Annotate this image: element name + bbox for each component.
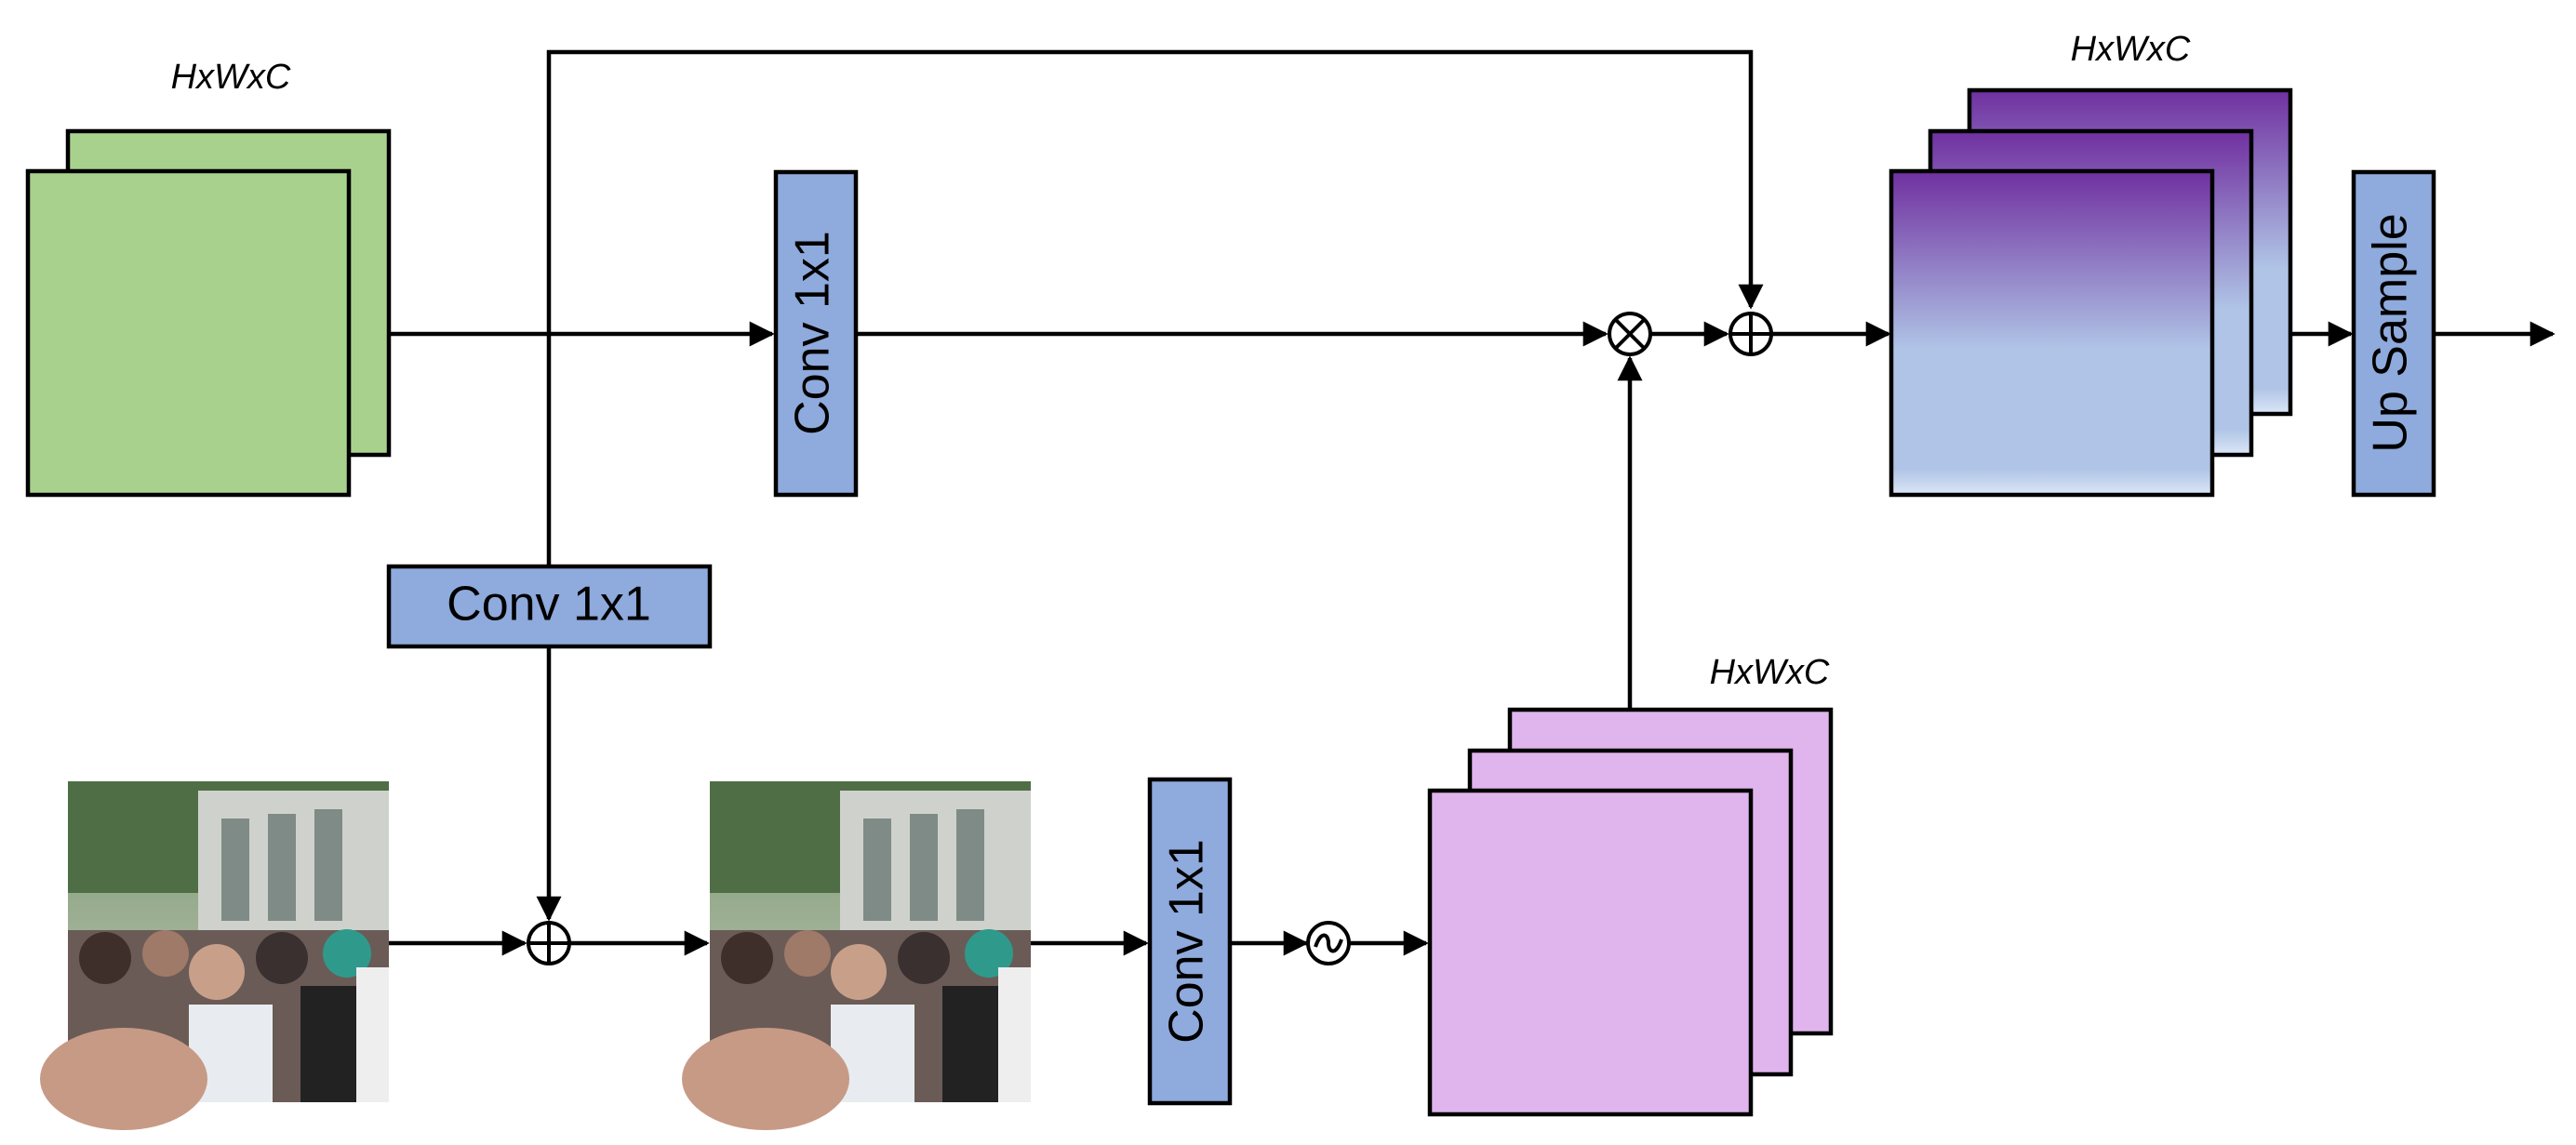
output-dim-label: HxWxC <box>2071 30 2191 69</box>
crowd-image-fused <box>682 781 1031 1130</box>
conv-bottom-label: Conv 1x1 <box>1160 839 1214 1044</box>
conv-top-label: Conv 1x1 <box>786 231 840 435</box>
crowd-image-input <box>40 781 389 1130</box>
input-feature-stack <box>25 128 392 498</box>
attention-map-stack <box>1427 707 1834 1117</box>
multiply-node <box>1608 312 1652 356</box>
upsample-label: Up Sample <box>2364 213 2418 452</box>
add-node-top <box>1728 312 1773 356</box>
input-dim-label: HxWxC <box>171 58 291 97</box>
add-node-bottom <box>527 921 571 965</box>
upsample-block: Up Sample <box>2351 169 2436 498</box>
skip-connection-top <box>546 49 1764 566</box>
activation-node <box>1306 921 1351 965</box>
conv-side-label: Conv 1x1 <box>447 578 651 632</box>
conv-side-block: Conv 1x1 <box>386 564 713 649</box>
conv-bottom-block: Conv 1x1 <box>1147 777 1233 1106</box>
conv-top-block: Conv 1x1 <box>773 169 859 498</box>
attention-dim-label: HxWxC <box>1710 653 1830 692</box>
output-feature-stack <box>1889 87 2293 498</box>
